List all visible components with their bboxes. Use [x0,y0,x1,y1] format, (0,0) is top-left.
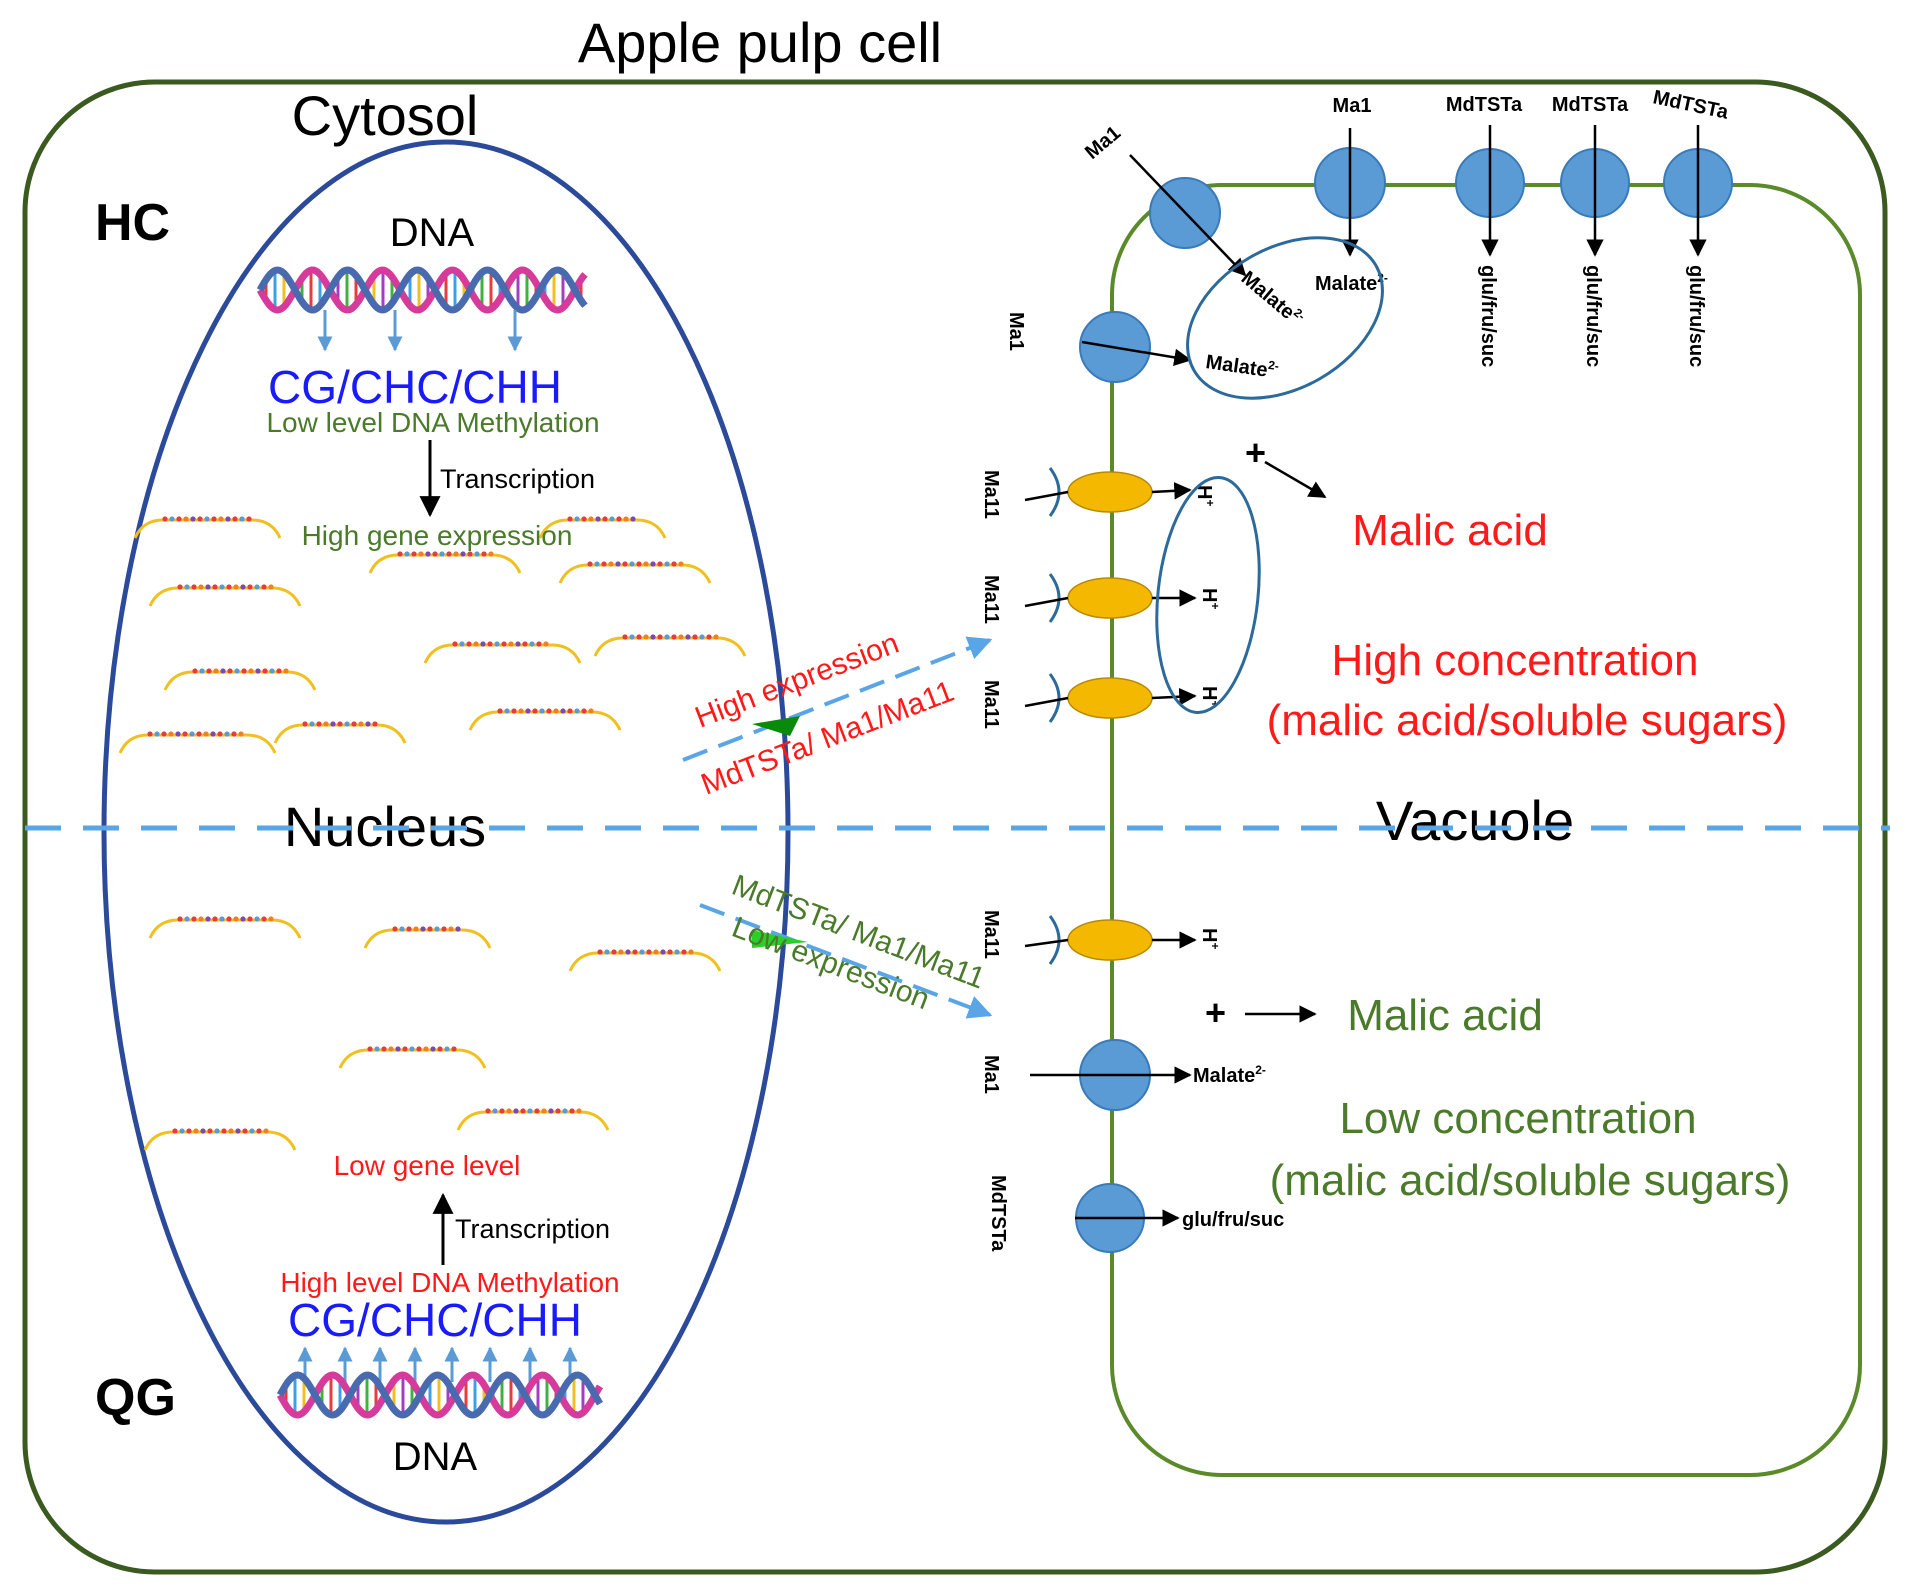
ma11-1-label: Ma11 [980,470,1002,519]
qg-methylation-sites: CG/CHC/CHH [288,1294,582,1346]
hc-methyl-arrows [317,310,523,352]
ma1-top-label: Ma1 [1333,95,1372,117]
hc-dna-helix-icon [256,266,588,314]
qg-concentration-2: (malic acid/soluble sugars) [1270,1156,1791,1205]
mdtsta-qg-label: MdTSTa [987,1175,1009,1252]
transporter-mdtsta-qg: MdTSTa glu/fru/suc [987,1175,1284,1253]
transporter-ma1-side: Ma1 [1005,311,1192,383]
transporter-mdtsta-2: MdTSTa glu/fru/suc [1552,94,1630,367]
ma11-qg-label: Ma11 [980,910,1002,959]
proton-pool [1155,476,1261,714]
ma11-3-label: Ma11 [980,680,1002,729]
hc-mrna-group [118,516,747,754]
transporter-ma1-top: Ma1 Malate2- [1314,95,1388,295]
hc-malic-acid: Malic acid [1352,506,1548,555]
malate-2: Malate2- [1204,349,1280,383]
hc-transcription-label: Transcription [440,464,595,494]
qg-combine-plus: + [1205,992,1226,1033]
qg-gene-level: Low gene level [334,1150,521,1181]
mdtsta-2-label: MdTSTa [1552,94,1629,116]
mdtsta-3-label: MdTSTa [1651,86,1731,124]
malate-qg: Malate2- [1193,1063,1266,1087]
sugars-3: glu/fru/suc [1685,265,1707,367]
hc-gene-expression: High gene expression [302,520,573,551]
proton-3: H+ [1198,686,1222,707]
hc-dna-label: DNA [390,211,475,255]
qg-export-arrow: MdTSTa/ Ma1/Ma11 Low expression [699,869,993,1019]
qg-transcription-label: Transcription [455,1214,610,1244]
proton-2: H+ [1198,588,1222,609]
qg-malic-acid: Malic acid [1347,991,1543,1040]
sugars-2: glu/fru/suc [1582,265,1604,367]
hc-combine-arrow [1264,460,1327,499]
qg-label: QG [95,1369,176,1427]
qg-mrna-group [143,916,722,1151]
malate-1: Malate2- [1237,265,1308,330]
cell-title: Apple pulp cell [578,11,942,74]
hc-export-arrow: High expression MdTSTa/ Ma1/Ma11 [682,627,993,802]
nucleus [101,139,791,1525]
qg-concentration-1: Low concentration [1339,1094,1696,1143]
ma1-qg-label: Ma1 [980,1055,1002,1094]
pump-ma11-qg: Ma11 H+ [980,910,1222,965]
ma1-side-label: Ma1 [1005,312,1027,351]
hc-label: HC [95,194,170,252]
vacuole-label: Vacuole [1376,789,1574,852]
pump-ma11-1: Ma11 H+ [980,467,1217,519]
transporter-ma1-corner: Ma1 [1081,122,1247,277]
qg-methylation-level: High level DNA Methylation [280,1267,619,1298]
sugars-qg: glu/fru/suc [1182,1209,1284,1231]
qg-dna-helix-icon [276,1371,604,1419]
hc-concentration-2: (malic acid/soluble sugars) [1267,696,1788,745]
pump-ma11-2: Ma11 H+ [980,573,1222,624]
transporter-ma1-qg: Ma1 Malate2- [980,1039,1266,1111]
transporter-mdtsta-3: MdTSTa glu/fru/suc [1651,86,1733,367]
hc-methylation-level: Low level DNA Methylation [266,407,599,438]
malate-pool [1186,236,1384,400]
pump-ma11-3: Ma11 H+ [980,673,1222,729]
ma11-2-label: Ma11 [980,575,1002,624]
proton-qg: H+ [1198,928,1222,949]
hc-methylation-sites: CG/CHC/CHH [268,361,562,413]
proton-1: H+ [1193,485,1217,506]
ma1-corner-label: Ma1 [1081,122,1125,164]
hc-combine-plus: + [1245,432,1266,473]
cytosol-label: Cytosol [292,84,479,147]
sugars-1: glu/fru/suc [1477,265,1499,367]
qg-dna-label: DNA [393,1435,478,1479]
hc-concentration-1: High concentration [1332,636,1699,685]
mdtsta-1-label: MdTSTa [1446,94,1523,116]
transporter-mdtsta-1: MdTSTa glu/fru/suc [1446,94,1525,367]
malate-top: Malate2- [1315,271,1388,295]
